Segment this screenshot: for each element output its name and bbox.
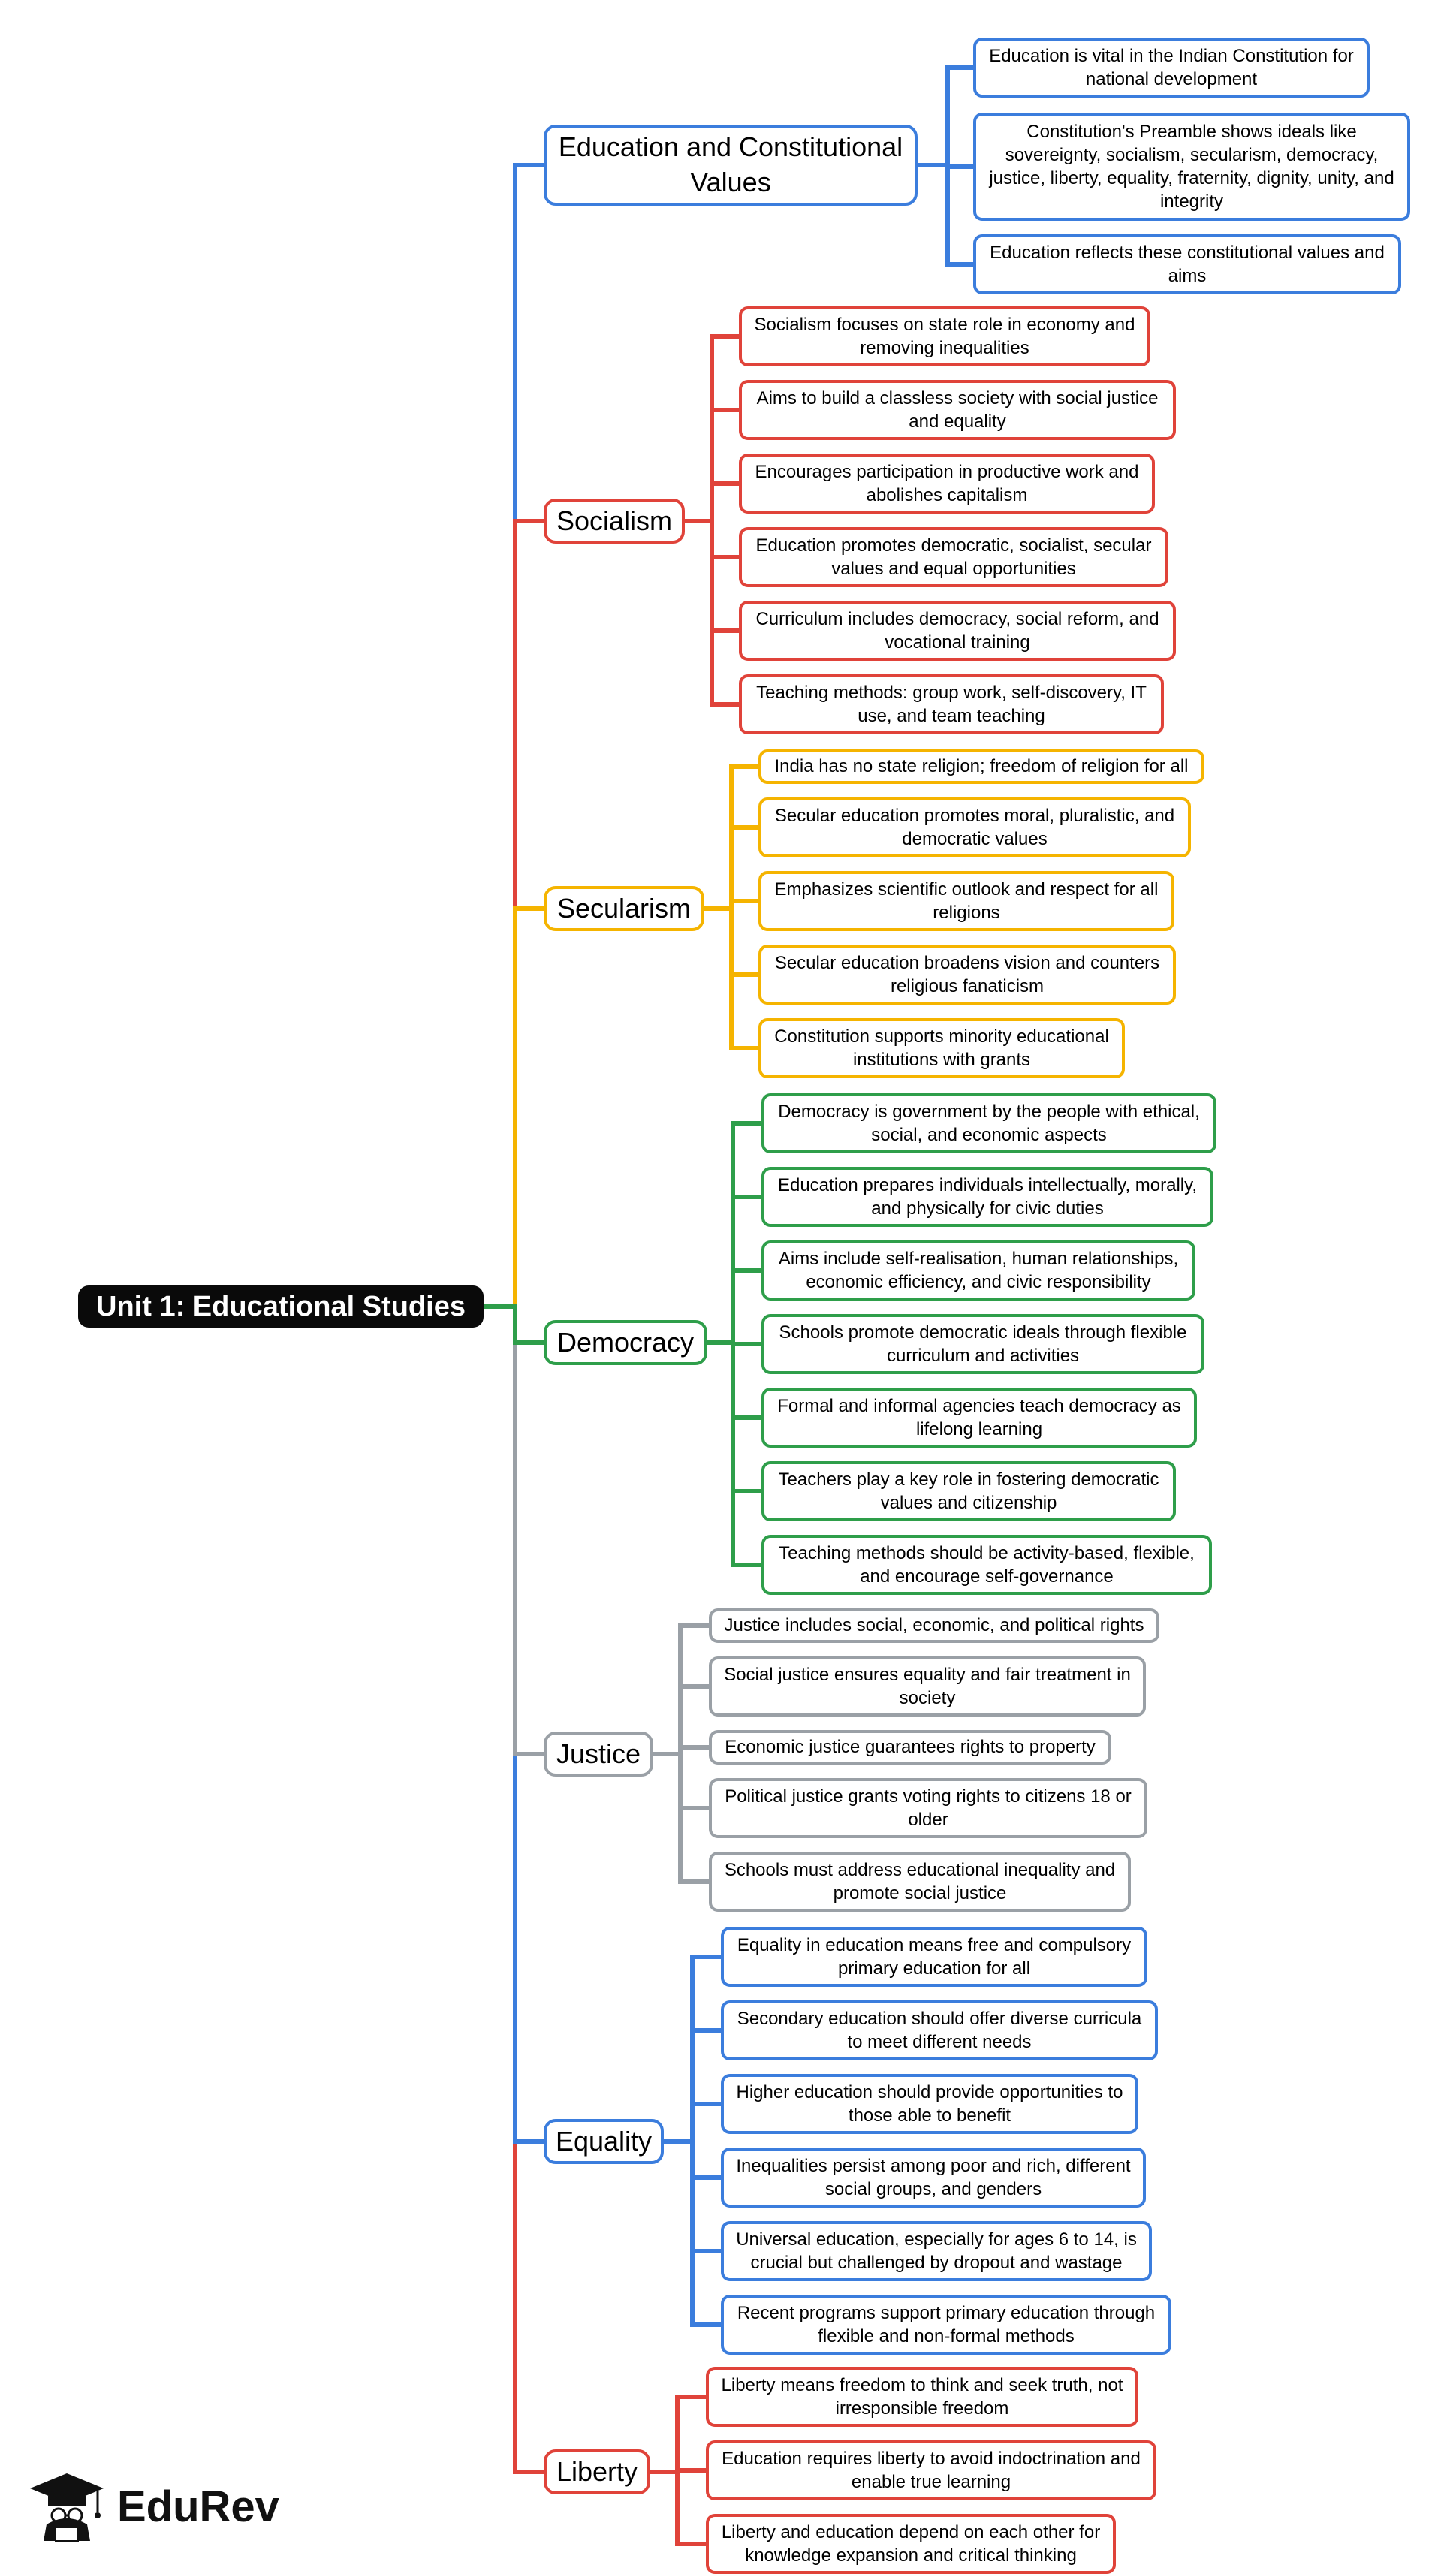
leaf-node: Secular education broadens vision and co… bbox=[758, 945, 1176, 1005]
graduate-icon bbox=[30, 2473, 104, 2542]
leaf-node: Higher education should provide opportun… bbox=[721, 2074, 1138, 2134]
leaf-node: Education is vital in the Indian Constit… bbox=[973, 38, 1370, 98]
branch-node-liberty: Liberty bbox=[544, 2449, 650, 2494]
leaf-node: Schools promote democratic ideals throug… bbox=[761, 1314, 1204, 1374]
leaf-node: Teaching methods should be activity-base… bbox=[761, 1535, 1212, 1595]
leaf-node: Liberty and education depend on each oth… bbox=[706, 2514, 1116, 2574]
leaf-node: Education promotes democratic, socialist… bbox=[739, 527, 1168, 587]
leaf-node: Recent programs support primary educatio… bbox=[721, 2295, 1171, 2355]
leaf-node: Secular education promotes moral, plural… bbox=[758, 797, 1191, 857]
leaf-node: Constitution supports minority education… bbox=[758, 1018, 1125, 1078]
leaf-node: Inequalities persist among poor and rich… bbox=[721, 2148, 1146, 2208]
leaf-node: Aims to build a classless society with s… bbox=[739, 380, 1176, 440]
leaf-node: Secondary education should offer diverse… bbox=[721, 2000, 1158, 2060]
leaf-node: Encourages participation in productive w… bbox=[739, 454, 1155, 514]
leaf-node: Aims include self-realisation, human rel… bbox=[761, 1240, 1195, 1301]
leaf-node: Curriculum includes democracy, social re… bbox=[739, 601, 1176, 661]
root-node: Unit 1: Educational Studies bbox=[78, 1285, 484, 1328]
leaf-node: Justice includes social, economic, and p… bbox=[709, 1608, 1159, 1643]
branch-node-socialism: Socialism bbox=[544, 499, 685, 544]
branch-node-secularism: Secularism bbox=[544, 886, 704, 931]
leaf-node: Education reflects these constitutional … bbox=[973, 234, 1401, 294]
leaf-node: Schools must address educational inequal… bbox=[709, 1852, 1131, 1912]
leaf-node: Teaching methods: group work, self-disco… bbox=[739, 674, 1164, 734]
leaf-node: India has no state religion; freedom of … bbox=[758, 749, 1204, 784]
branch-node-justice: Justice bbox=[544, 1732, 653, 1777]
leaf-node: Emphasizes scientific outlook and respec… bbox=[758, 871, 1174, 931]
branch-node-education-and-constitutional-values: Education and Constitutional Values bbox=[544, 125, 918, 206]
leaf-node: Universal education, especially for ages… bbox=[721, 2221, 1152, 2281]
leaf-node: Socialism focuses on state role in econo… bbox=[739, 306, 1150, 366]
leaf-node: Education prepares individuals intellect… bbox=[761, 1167, 1213, 1227]
leaf-node: Social justice ensures equality and fair… bbox=[709, 1656, 1146, 1717]
leaf-node: Equality in education means free and com… bbox=[721, 1927, 1147, 1987]
branch-node-democracy: Democracy bbox=[544, 1320, 707, 1365]
leaf-node: Formal and informal agencies teach democ… bbox=[761, 1388, 1197, 1448]
leaf-node: Liberty means freedom to think and seek … bbox=[706, 2367, 1138, 2427]
leaf-node: Democracy is government by the people wi… bbox=[761, 1093, 1216, 1153]
brand-name: EduRev bbox=[117, 2482, 279, 2531]
leaf-node: Education requires liberty to avoid indo… bbox=[706, 2440, 1156, 2500]
leaf-node: Constitution's Preamble shows ideals lik… bbox=[973, 113, 1410, 221]
leaf-node: Political justice grants voting rights t… bbox=[709, 1778, 1147, 1838]
leaf-node: Economic justice guarantees rights to pr… bbox=[709, 1730, 1111, 1765]
branch-node-equality: Equality bbox=[544, 2119, 664, 2164]
leaf-node: Teachers play a key role in fostering de… bbox=[761, 1461, 1176, 1521]
edurev-logo: EduRev bbox=[26, 2470, 279, 2542]
